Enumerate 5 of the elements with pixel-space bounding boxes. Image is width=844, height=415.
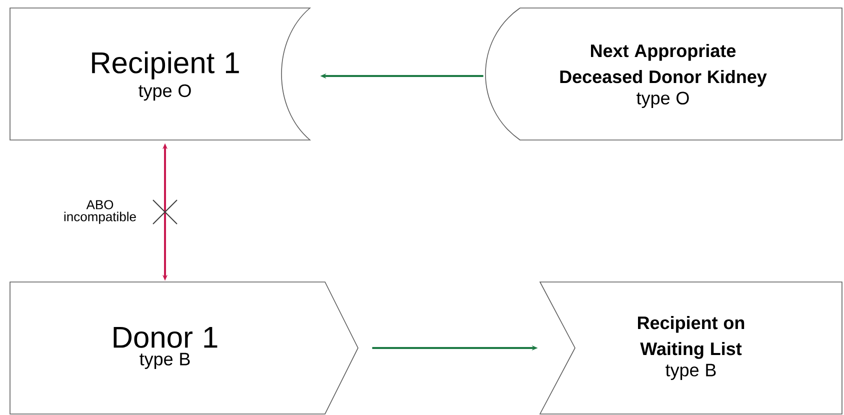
recipient-box: Recipient 1 type O (10, 8, 310, 140)
waiting-list-chevron: Recipient on Waiting List type B (539, 282, 842, 414)
donor-chevron: Donor 1 type B (10, 282, 358, 414)
edge-label: ABO incompatible (64, 200, 136, 224)
donor-kidney-box: Next Appropriate Deceased Donor Kidney type O (485, 8, 842, 140)
